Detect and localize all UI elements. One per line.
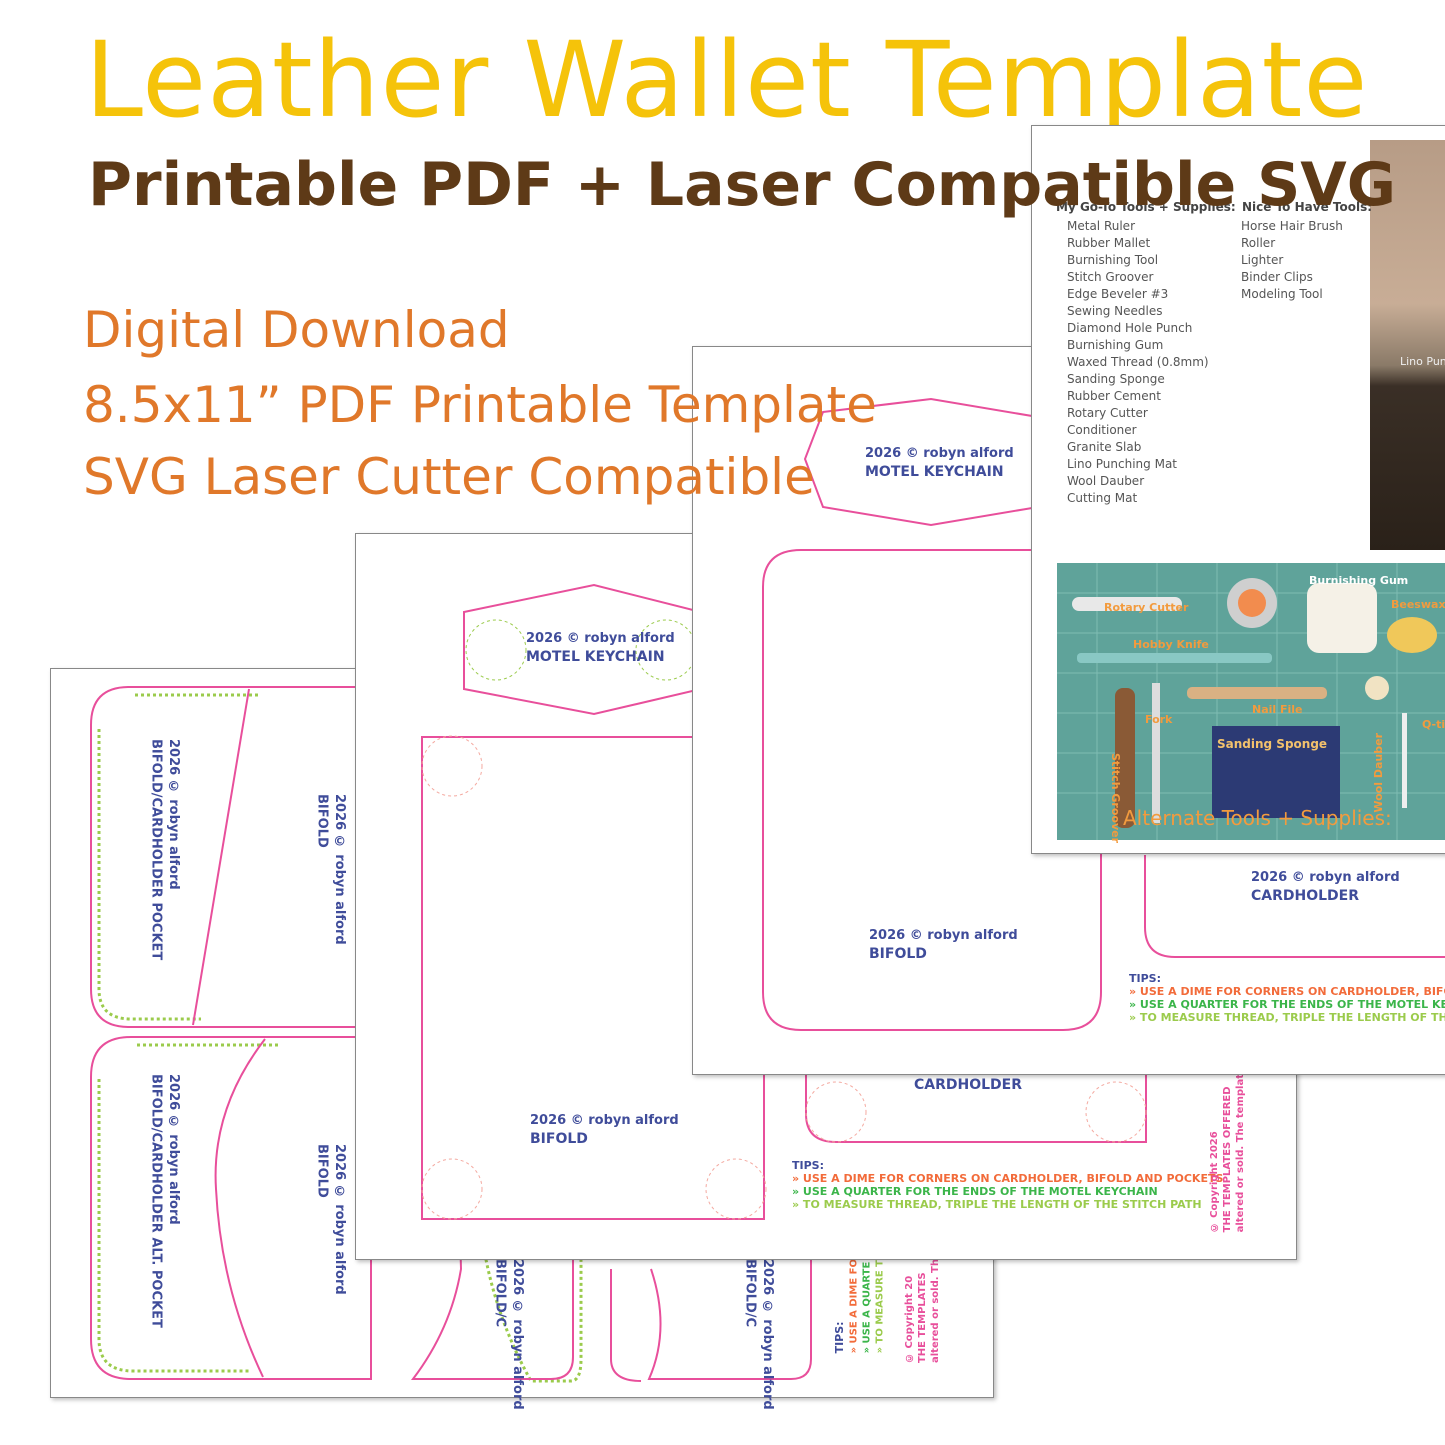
feature-digital-download: Digital Download (83, 301, 510, 359)
fork-label: Fork (1145, 713, 1173, 726)
wool-dauber-label: Wool Dauber (1372, 733, 1385, 813)
bifold-label: 2026 © robyn alford BIFOLD (530, 1113, 679, 1147)
keychain-label: 2026 © robyn alford MOTEL KEYCHAIN (865, 446, 1014, 480)
rotary-cutter-label: Rotary Cutter (1104, 601, 1189, 614)
copyright-vertical: © Copyright 20 THE TEMPLATES altered or … (904, 1259, 941, 1364)
alt-pocket-label: 2026 © robyn alford BIFOLD/CARDHOLDER AL… (148, 1074, 182, 1328)
tips-block: TIPS: » USE A DIME FOR CORNERS ON CARDHO… (792, 1159, 1224, 1211)
tips-block: TIPS: » USE A DIME FOR CORNERS ON CARDHO… (1129, 972, 1445, 1024)
alternate-tools-caption: Alternate Tools + Supplies: (1123, 806, 1392, 830)
bifold-label: 2026 © robyn alford BIFOLD (314, 794, 348, 945)
tools-supplies-page: Lino Pun My Go-To Tools + Supplies: Nice… (1031, 125, 1445, 854)
alternate-tools-photo: Burnishing Gum Rotary Cutter Beeswax Hob… (1057, 563, 1445, 844)
burnishing-gum-label: Burnishing Gum (1309, 574, 1409, 587)
tools-list-left: Metal Ruler Rubber Mallet Burnishing Too… (1067, 219, 1209, 505)
bottom-label-b: 2026 © robyn alford BIFOLD/C (742, 1259, 776, 1410)
hobby-knife-label: Hobby Knife (1133, 638, 1209, 651)
bottom-label-a: 2026 © robyn alford BIFOLD/C (492, 1259, 526, 1410)
cutting-mat-grid (1057, 563, 1445, 840)
keychain-label: 2026 © robyn alford MOTEL KEYCHAIN (526, 631, 675, 665)
sanding-sponge-label: Sanding Sponge (1217, 737, 1328, 751)
tools-header-right: Nice To Have Tools: (1242, 200, 1373, 214)
bifold-label-2: 2026 © robyn alford BIFOLD (314, 1144, 348, 1295)
page-subtitle: Printable PDF + Laser Compatible SVG (88, 150, 1396, 220)
copyright-vertical: © Copyright 2026 THE TEMPLATES OFFERED a… (1209, 1074, 1246, 1233)
beeswax-label: Beeswax (1391, 598, 1445, 611)
feature-svg-laser: SVG Laser Cutter Compatible (83, 448, 815, 506)
tools-header-left: My Go-To Tools + Supplies: (1056, 200, 1236, 214)
tips-vertical: TIPS: » USE A DIME FO » USE A QUARTE » T… (833, 1259, 886, 1354)
cardholder-label: 2026 © robyn alford CARDHOLDER (1251, 870, 1400, 904)
leather-photo: Lino Pun (1370, 140, 1445, 550)
feature-pdf-printable: 8.5x11” PDF Printable Template (83, 376, 877, 434)
bifold-label: 2026 © robyn alford BIFOLD (869, 928, 1018, 962)
pocket-label: 2026 © robyn alford BIFOLD/CARDHOLDER PO… (148, 739, 182, 961)
tools-list-right: Horse Hair Brush Roller Lighter Binder C… (1241, 219, 1343, 301)
cardholder-label: CARDHOLDER (914, 1077, 1023, 1093)
q-tip-label: Q-tip (1422, 718, 1445, 731)
pocket-cut-lines (90, 686, 812, 1383)
nail-file-label: Nail File (1252, 703, 1303, 716)
stitch-groover-label: Stitch Groover (1109, 753, 1122, 844)
page-title: Leather Wallet Template (85, 19, 1369, 141)
